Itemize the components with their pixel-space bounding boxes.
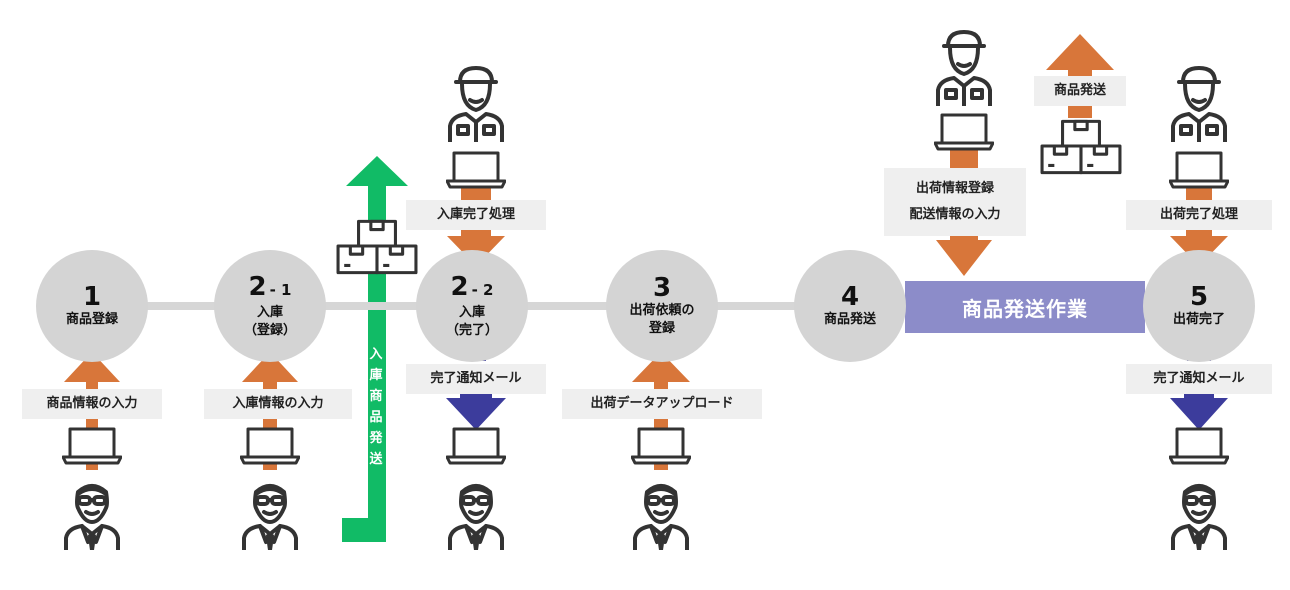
label-complete-notice-mail-1: 完了通知メール — [406, 364, 546, 394]
shipping-work-band: 商品発送作業 — [905, 281, 1145, 333]
step-sub-number: - 1 — [269, 280, 292, 299]
laptop-icon — [1169, 150, 1229, 190]
worker-icon — [934, 26, 994, 106]
laptop-icon — [631, 426, 691, 466]
laptop-icon — [934, 112, 994, 152]
step-2-2: 2- 2 入庫 （完了） — [416, 250, 528, 362]
label-product-info-input: 商品情報の入力 — [22, 389, 162, 419]
step-number: 2 — [248, 271, 267, 302]
step-number: 3 — [652, 273, 672, 303]
step-label: 出荷依頼の — [629, 303, 695, 318]
laptop-icon — [446, 426, 506, 466]
step-number: 1 — [82, 282, 102, 312]
delivery-info-input-text: 配送情報の入力 — [909, 207, 1001, 222]
step-label: 商品発送 — [823, 312, 876, 327]
step-label: 商品登録 — [65, 312, 118, 327]
worker-icon — [1169, 62, 1229, 142]
blue-arrow-step2-2 — [446, 394, 506, 430]
green-arrow-label: 入庫商品発送 — [369, 347, 383, 467]
label-complete-notice-mail-2: 完了通知メール — [1126, 364, 1272, 394]
green-up-arrow — [342, 156, 408, 542]
businessman-icon — [631, 470, 691, 550]
businessman-icon — [62, 470, 122, 550]
laptop-icon — [1169, 426, 1229, 466]
step-label: 入庫 — [458, 304, 485, 320]
step-number: 4 — [840, 282, 860, 312]
step-number: 5 — [1189, 282, 1209, 312]
step-label-2: 登録 — [648, 321, 675, 336]
businessman-icon — [446, 470, 506, 550]
shipping-info-register-text: 出荷情報登録 — [915, 181, 994, 196]
step-1: 1 商品登録 — [36, 250, 148, 362]
label-shipping-complete-process: 出荷完了処理 — [1126, 200, 1272, 230]
blue-arrow-step5 — [1170, 394, 1228, 430]
laptop-icon — [446, 150, 506, 190]
box-stack-icon — [336, 218, 418, 276]
businessman-icon — [240, 470, 300, 550]
step-label-2: （完了） — [445, 322, 498, 338]
step-label: 入庫 — [256, 304, 283, 320]
step-sub-number: - 2 — [471, 280, 494, 299]
laptop-icon — [62, 426, 122, 466]
step-5: 5 出荷完了 — [1143, 250, 1255, 362]
label-stock-complete-process: 入庫完了処理 — [406, 200, 546, 230]
label-shipping-data-upload: 出荷データアップロード — [562, 389, 762, 419]
step-label: 出荷完了 — [1172, 312, 1225, 327]
label-product-shipping: 商品発送 — [1034, 76, 1126, 106]
businessman-icon — [1169, 470, 1229, 550]
step-number: 2 — [450, 271, 469, 302]
step-4: 4 商品発送 — [794, 250, 906, 362]
step-2-1: 2- 1 入庫 （登録） — [214, 250, 326, 362]
step-label-2: （登録） — [243, 322, 296, 338]
step-3: 3 出荷依頼の 登録 — [606, 250, 718, 362]
box-stack-icon — [1040, 118, 1122, 176]
label-shipping-info-register: 出荷情報登録 配送情報の入力 — [884, 168, 1026, 236]
laptop-icon — [240, 426, 300, 466]
label-stock-info-input: 入庫情報の入力 — [204, 389, 352, 419]
worker-icon — [446, 62, 506, 142]
